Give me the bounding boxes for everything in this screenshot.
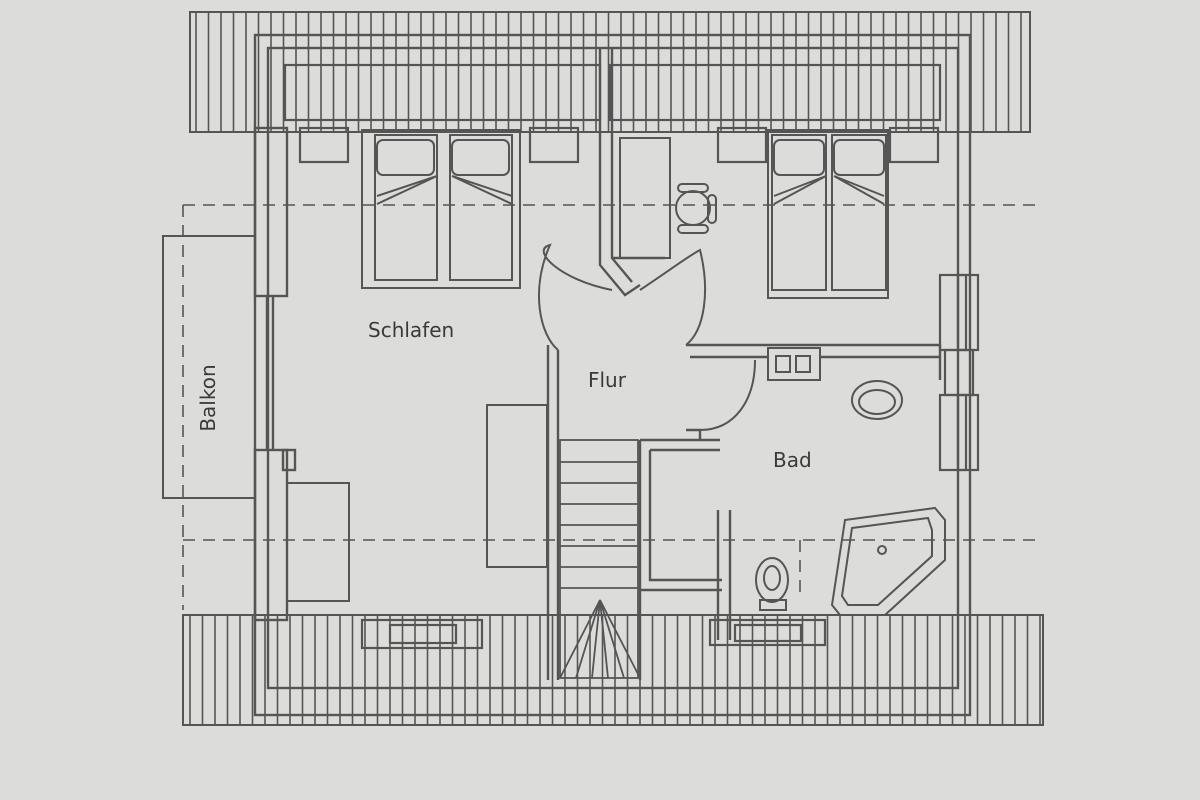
interior-walls: [546, 48, 942, 680]
desk-and-chair: [619, 137, 717, 259]
staircase: [559, 439, 641, 679]
stair-winder: [599, 599, 609, 679]
wardrobe: [286, 404, 548, 602]
stair-winder: [591, 599, 601, 679]
roof-outline-top: [189, 11, 1031, 133]
left-wall-piers: [253, 126, 297, 622]
bathtub: [830, 506, 946, 616]
door-swings: [538, 243, 756, 431]
room-label-schlafen: Schlafen: [368, 318, 455, 342]
double-bed-right: [767, 129, 889, 299]
roof-hatching-bottom: [189, 615, 1041, 725]
roof-outline-bottom: [182, 614, 1044, 726]
toilet: [755, 557, 789, 611]
stair-winder: [575, 599, 601, 679]
sink-cabinet: [767, 347, 903, 420]
room-label-bad: Bad: [773, 448, 812, 472]
double-bed-left: [361, 129, 521, 289]
roof-hatching-top: [195, 12, 1022, 132]
window-niches-right: [938, 273, 980, 472]
balcony-outline: [162, 235, 256, 499]
window-niches-bottom: [360, 618, 827, 650]
stair-winder: [599, 599, 641, 679]
room-label-flur: Flur: [588, 368, 626, 392]
stair-winder: [559, 599, 601, 679]
room-label-balkon: Balkon: [196, 364, 220, 432]
dashed-lines: [182, 204, 1040, 610]
stair-winder: [599, 599, 625, 679]
stair-outline: [559, 439, 639, 679]
